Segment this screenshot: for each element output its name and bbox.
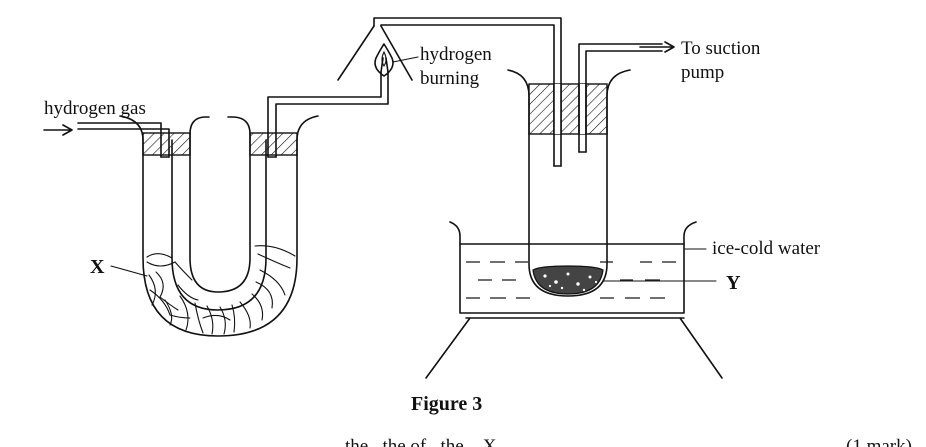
left-stopper [142, 132, 191, 156]
liquid-y-texture [543, 272, 598, 292]
u-tube-right-inner-lip [227, 116, 251, 135]
right-stopper [249, 132, 298, 156]
ice-cold-water-label: ice-cold water [712, 238, 821, 259]
u-tube-inner-wall [171, 139, 267, 311]
burning-jet [337, 17, 562, 167]
suction-tube-outer [578, 43, 663, 153]
u-tube [43, 71, 389, 337]
outlet-tube-inner [275, 71, 389, 158]
hydrogen-gas-label: hydrogen gas [44, 98, 146, 119]
inlet-tube-inner [77, 128, 170, 158]
inlet-arrow [43, 124, 73, 136]
liquid-y [532, 265, 604, 295]
y-label: Y [726, 272, 741, 294]
outlet-tube-outer [267, 71, 382, 158]
suction-tube-inner [585, 50, 663, 153]
funnel [337, 25, 413, 81]
pump-label: pump [681, 62, 724, 83]
u-tube-inner-left-wall [189, 133, 251, 293]
hydrogen-burning-pointer [392, 56, 419, 63]
burning-label: burning [420, 68, 480, 89]
cold-trap [425, 41, 723, 379]
x-pointer-line [110, 265, 148, 277]
inlet-tube [77, 122, 162, 158]
to-suction-label: To suction [681, 38, 761, 59]
boiling-tube [507, 69, 631, 297]
tube-stopper [528, 83, 608, 135]
tripod-stand [425, 317, 723, 379]
hydrogen-label: hydrogen [420, 44, 492, 65]
suction-arrow [639, 41, 675, 53]
material-x [146, 245, 296, 335]
u-tube-left-inner-lip [189, 116, 210, 135]
x-label: X [90, 256, 105, 278]
footer-marks: (1 mark) [846, 436, 912, 447]
beaker [449, 221, 697, 314]
flame-icon [374, 43, 394, 77]
figure-caption: Figure 3 [411, 393, 482, 415]
footer-question-fragment: the...the of...the... X [345, 436, 497, 447]
